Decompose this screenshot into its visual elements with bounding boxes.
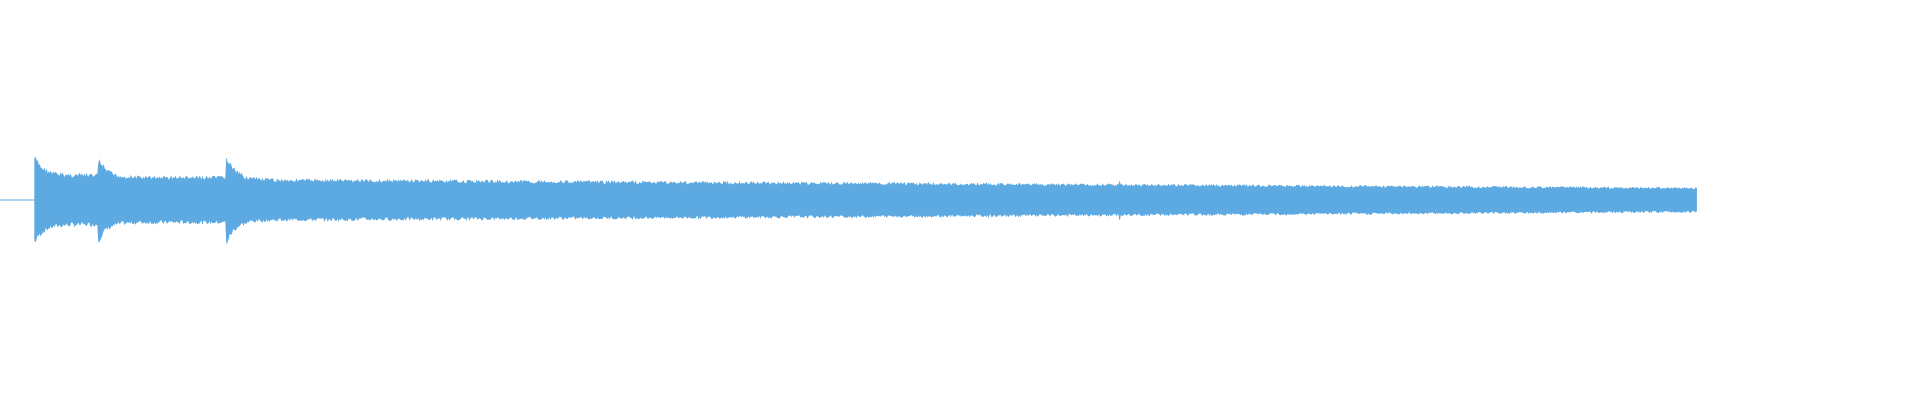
waveform-amplitude-body [34, 156, 1697, 244]
